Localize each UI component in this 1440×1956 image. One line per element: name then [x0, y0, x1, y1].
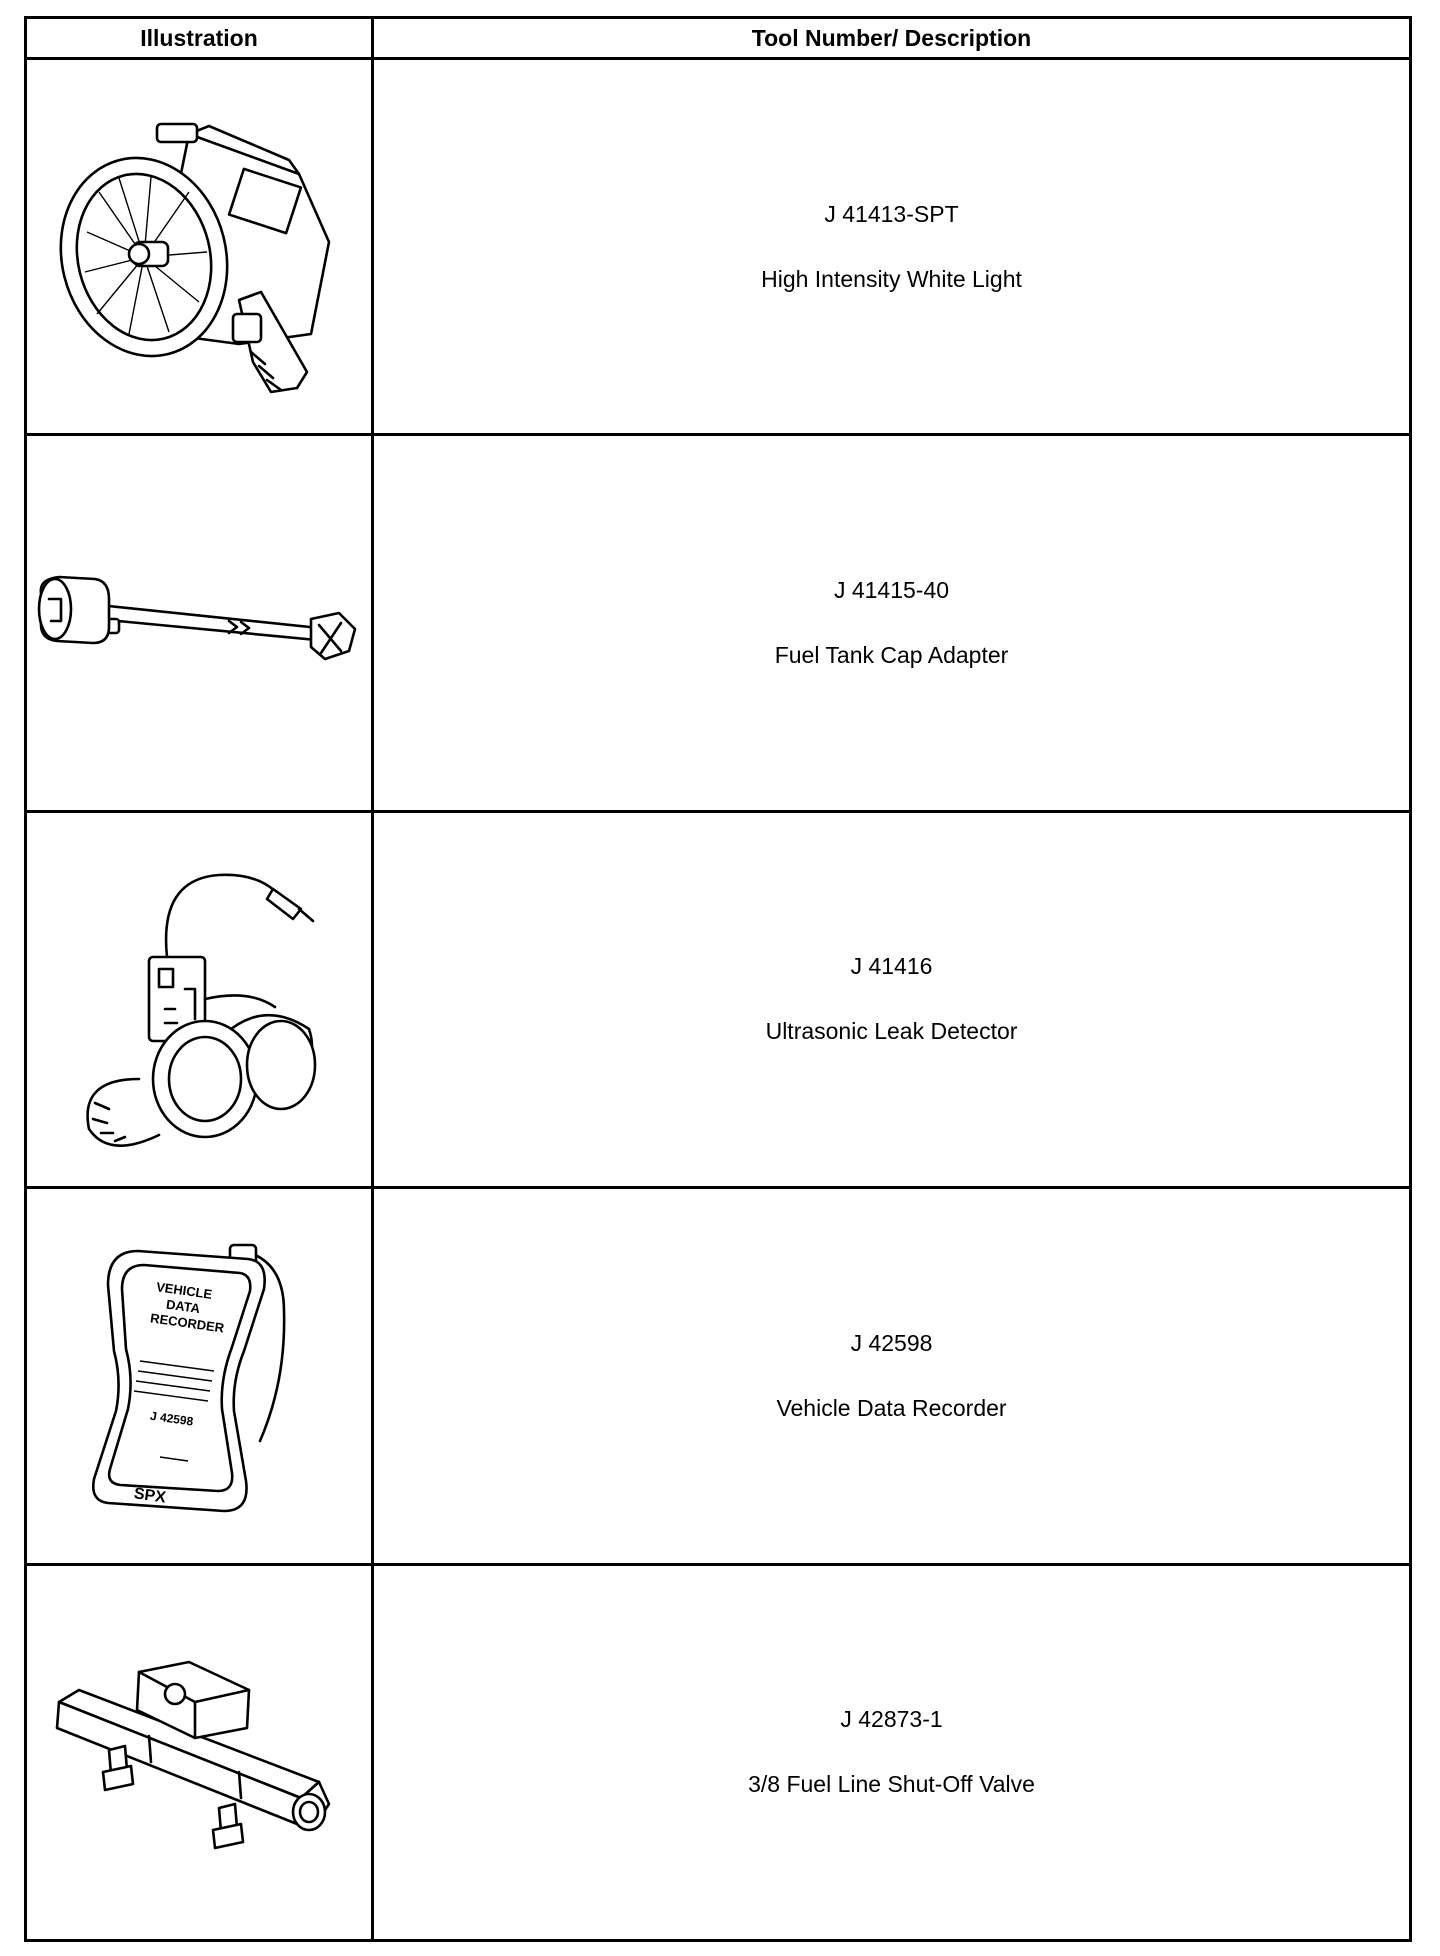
tool-number: J 41413-SPT [824, 200, 959, 227]
table-row: J 42873-1 3/8 Fuel Line Shut-Off Valve [24, 1562, 1412, 1943]
tool-number: J 41416 [850, 953, 933, 980]
shutoff-valve-icon [55, 1660, 331, 1850]
tool-description: High Intensity White Light [761, 265, 1022, 292]
recorder-title-line-2: DATA [165, 1296, 202, 1316]
tool-number: J 42873-1 [840, 1706, 943, 1733]
table-row: J 41416 Ultrasonic Leak Detector [24, 809, 1412, 1190]
tool-description-cell: J 42598 Vehicle Data Recorder [371, 1186, 1412, 1566]
leak-detector-headphones-icon [86, 874, 317, 1148]
table-row: J 41415-40 Fuel Tank Cap Adapter [24, 433, 1412, 813]
tool-description-cell: J 41416 Ultrasonic Leak Detector [371, 809, 1412, 1190]
illustration-cell [24, 56, 374, 437]
header-illustration: Illustration [24, 16, 374, 60]
tool-description: Fuel Tank Cap Adapter [774, 642, 1009, 669]
spotlight-icon [59, 122, 331, 393]
table-header-row: Illustration Tool Number/ Description [24, 16, 1412, 60]
illustration-cell: VEHICLE DATA RECORDER J 42598 SPX [24, 1186, 374, 1566]
table-row: J 41413-SPT High Intensity White Light [24, 56, 1412, 437]
tool-description: Vehicle Data Recorder [776, 1394, 1007, 1421]
illustration-cell [24, 1562, 374, 1943]
recorder-brand-label: SPX [133, 1485, 167, 1506]
tool-number: J 41415-40 [833, 577, 950, 604]
recorder-number-label: J 42598 [149, 1409, 194, 1429]
tool-description-cell: J 42873-1 3/8 Fuel Line Shut-Off Valve [371, 1562, 1412, 1943]
special-tools-table: Illustration Tool Number/ Description [24, 16, 1412, 1943]
tool-description: 3/8 Fuel Line Shut-Off Valve [748, 1771, 1035, 1798]
illustration-cell [24, 433, 374, 813]
header-tool-number-description: Tool Number/ Description [371, 16, 1412, 60]
tool-number: J 42598 [850, 1329, 933, 1356]
table-row: VEHICLE DATA RECORDER J 42598 SPX J 4259… [24, 1186, 1412, 1566]
illustration-cell [24, 809, 374, 1190]
tool-description: Ultrasonic Leak Detector [765, 1018, 1018, 1045]
tool-description-cell: J 41415-40 Fuel Tank Cap Adapter [371, 433, 1412, 813]
fuel-cap-adapter-icon [37, 575, 357, 661]
tool-description-cell: J 41413-SPT High Intensity White Light [371, 56, 1412, 437]
data-recorder-icon: VEHICLE DATA RECORDER J 42598 SPX [92, 1243, 286, 1513]
